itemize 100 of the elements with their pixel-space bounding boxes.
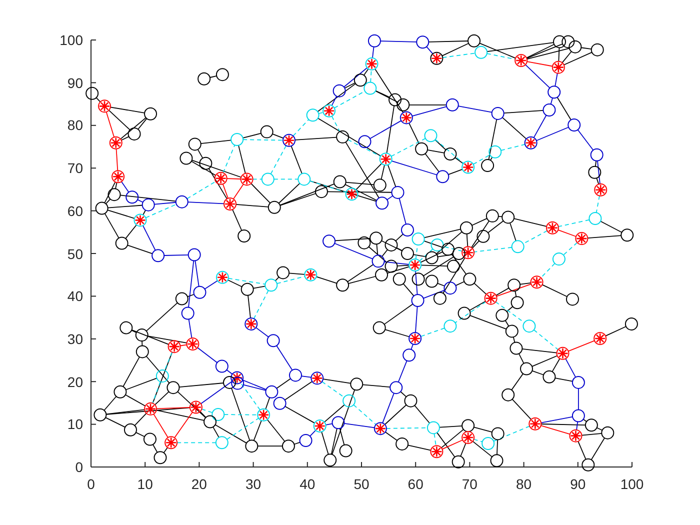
node-circle <box>425 251 438 264</box>
connection-line <box>274 276 280 282</box>
connection-line <box>356 162 382 190</box>
node-circle <box>496 308 509 322</box>
connection-line <box>382 249 388 257</box>
node-circle <box>468 34 481 48</box>
connection-line <box>408 122 420 144</box>
connection-line <box>125 394 146 406</box>
connection-line <box>280 193 316 206</box>
connection-line <box>278 182 300 204</box>
connection-line <box>194 260 200 287</box>
node-circle <box>508 278 521 292</box>
node-circle <box>404 394 418 408</box>
node-circle <box>486 209 499 222</box>
connection-line <box>472 440 493 458</box>
connection-line <box>204 280 218 290</box>
connection-line <box>200 411 206 418</box>
connection-line <box>382 392 394 424</box>
connection-line <box>290 145 302 174</box>
node-circle <box>436 170 450 184</box>
node-circle <box>199 156 212 170</box>
connection-line <box>200 140 232 144</box>
connection-line <box>334 238 371 242</box>
connection-line <box>590 438 605 460</box>
connection-line <box>135 432 146 438</box>
dashed-connection-line <box>222 144 236 174</box>
node-circle <box>215 436 228 450</box>
connection-line <box>424 228 462 238</box>
node-circle <box>553 35 566 48</box>
y-tick-label: 60 <box>66 202 83 219</box>
connection-line <box>222 184 228 199</box>
connection-line <box>440 428 464 448</box>
connection-line <box>154 202 176 205</box>
connection-line <box>363 68 369 76</box>
connection-line <box>255 327 269 338</box>
connection-line <box>581 432 602 436</box>
connection-line <box>104 213 120 238</box>
dashed-connection-line <box>434 139 464 164</box>
node-circle <box>426 421 440 434</box>
connection-line <box>532 370 544 376</box>
connection-line <box>502 117 527 140</box>
node-circle <box>566 292 579 306</box>
connection-line <box>344 422 375 428</box>
connection-line <box>107 204 143 208</box>
connection-line <box>422 256 454 276</box>
connection-line <box>504 320 510 327</box>
dashed-connection-line <box>434 433 436 446</box>
node-circle <box>289 368 302 382</box>
connection-line <box>520 282 532 285</box>
dashed-connection-line <box>522 230 548 244</box>
dashed-connection-line <box>473 438 483 442</box>
node-circle <box>144 107 157 120</box>
connection-line <box>347 264 374 282</box>
connection-line <box>470 220 490 248</box>
node-circle <box>154 451 167 464</box>
connection-line <box>242 384 266 391</box>
connection-line <box>540 416 573 424</box>
node-circle <box>588 212 602 225</box>
connection-line <box>415 306 418 333</box>
node-circle <box>482 437 495 450</box>
node-circle <box>188 248 201 262</box>
connection-line <box>386 105 395 154</box>
connection-line <box>398 360 408 382</box>
connection-line <box>396 247 403 252</box>
connection-line <box>486 42 554 52</box>
node-circle <box>276 266 290 280</box>
node-circle <box>350 378 364 391</box>
node-circle <box>542 104 556 117</box>
node-circle <box>476 230 490 243</box>
connection-line <box>375 90 390 98</box>
node-circle <box>358 236 371 250</box>
connection-line <box>558 230 576 237</box>
node-circle <box>452 455 465 468</box>
connection-line <box>540 425 570 435</box>
node-circle <box>584 418 598 432</box>
connection-line <box>208 168 228 200</box>
x-tick-label: 60 <box>406 476 424 492</box>
connection-line <box>127 244 153 254</box>
connection-line <box>163 447 168 454</box>
connection-line <box>180 344 188 346</box>
connection-line <box>232 209 242 231</box>
connection-line <box>415 270 418 295</box>
connection-line <box>596 427 603 431</box>
node-circle <box>198 72 211 86</box>
node-circle <box>491 427 504 440</box>
node-circle <box>261 172 274 186</box>
connection-line <box>107 210 135 219</box>
node-circle <box>376 196 389 210</box>
node-circle <box>314 185 328 198</box>
node-circle <box>204 415 217 428</box>
node-circle <box>522 320 536 333</box>
connection-line <box>174 412 193 438</box>
connection-line <box>374 68 404 114</box>
connection-line <box>533 114 547 138</box>
connection-line <box>188 260 194 308</box>
node-circle <box>336 278 350 292</box>
node-circle <box>375 268 388 282</box>
node-circle <box>298 172 311 186</box>
node-circle <box>373 178 386 192</box>
connection-line <box>348 276 376 284</box>
